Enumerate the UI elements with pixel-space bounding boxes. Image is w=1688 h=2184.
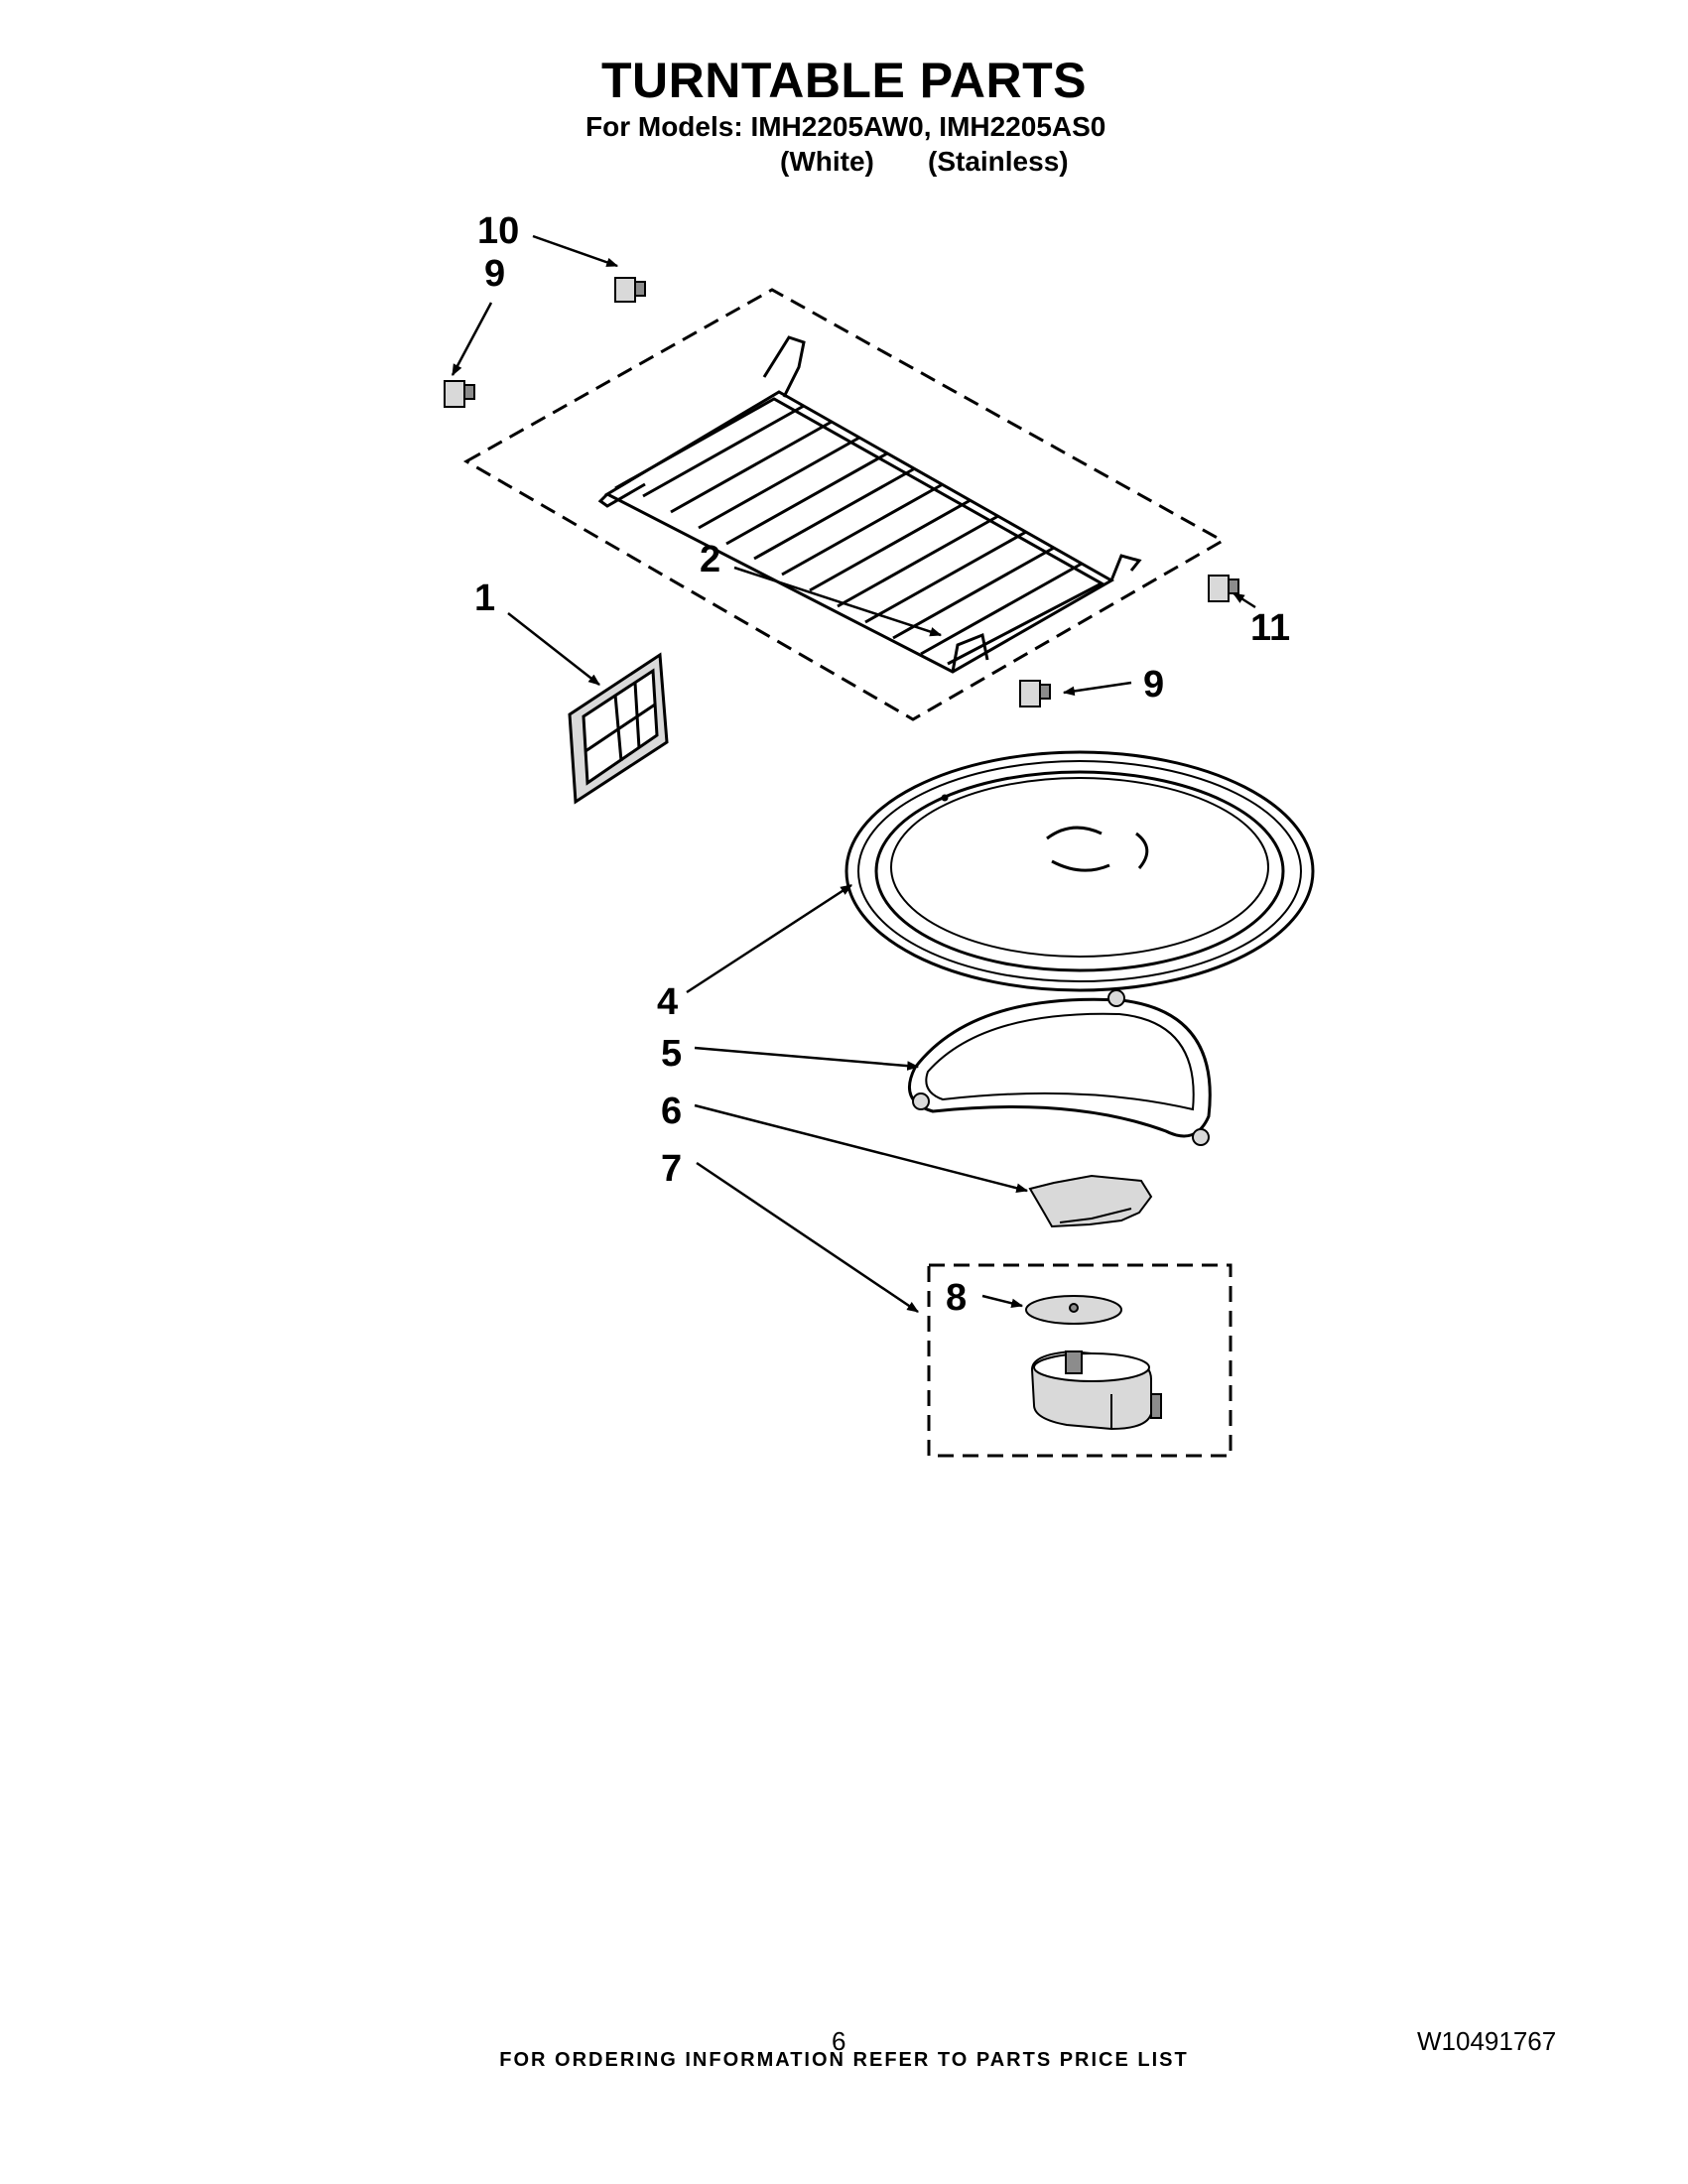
callout-9-top: 9 xyxy=(484,253,505,295)
callout-6: 6 xyxy=(661,1091,682,1132)
wire-rack xyxy=(597,335,1142,674)
callout-2: 2 xyxy=(700,539,720,580)
callout-7: 7 xyxy=(661,1148,682,1190)
rack-clip-top-right xyxy=(614,277,646,303)
turntable-coupler xyxy=(1028,1174,1153,1228)
callout-1: 1 xyxy=(474,578,495,619)
rack-clip-top-left xyxy=(444,380,475,408)
vent-filter xyxy=(568,652,669,805)
motor-cover-disc xyxy=(1025,1295,1122,1325)
callout-9-middle: 9 xyxy=(1143,664,1164,706)
rack-dashed-boundary xyxy=(462,288,1227,721)
callout-8: 8 xyxy=(946,1277,967,1319)
variant-white: (White) xyxy=(780,146,874,177)
callout-4: 4 xyxy=(657,981,678,1023)
page-number: 6 xyxy=(832,2026,846,2056)
turntable-tray xyxy=(844,750,1315,992)
document-number: W10491767 xyxy=(1417,2026,1557,2056)
rack-clip-middle xyxy=(1019,680,1051,707)
ordering-note: FOR ORDERING INFORMATION REFER TO PARTS … xyxy=(499,2049,1189,2071)
page-title: TURNTABLE PARTS xyxy=(601,53,1087,108)
motor-dashed-box xyxy=(927,1263,1233,1458)
models-line: For Models: IMH2205AW0, IMH2205AS0 xyxy=(585,111,1106,142)
callout-5: 5 xyxy=(661,1033,682,1075)
callout-10: 10 xyxy=(477,210,519,252)
rack-clip-right xyxy=(1208,575,1239,602)
variant-stainless: (Stainless) xyxy=(928,146,1069,177)
turntable-motor xyxy=(1030,1349,1162,1431)
roller-ring xyxy=(907,989,1212,1146)
callout-11: 11 xyxy=(1250,607,1290,649)
leader-lines xyxy=(451,234,1256,1314)
